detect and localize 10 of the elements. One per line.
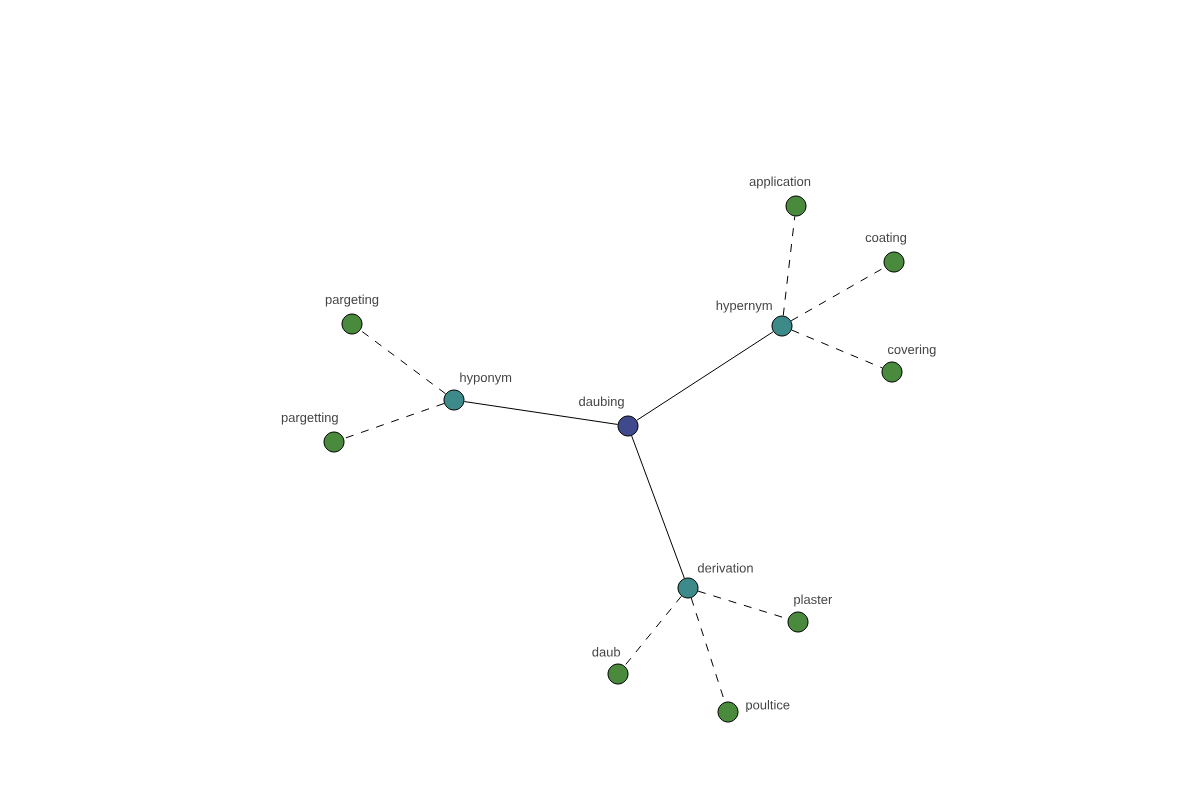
connector-line xyxy=(359,329,447,395)
connector-line xyxy=(463,401,619,425)
connector-line xyxy=(782,215,796,317)
connector-line xyxy=(636,331,774,421)
connector-line xyxy=(631,435,685,579)
connector-line xyxy=(343,403,445,440)
connector-line xyxy=(791,329,883,369)
connector-line xyxy=(624,595,682,667)
connector-line xyxy=(790,266,886,322)
connector-line xyxy=(690,597,726,703)
